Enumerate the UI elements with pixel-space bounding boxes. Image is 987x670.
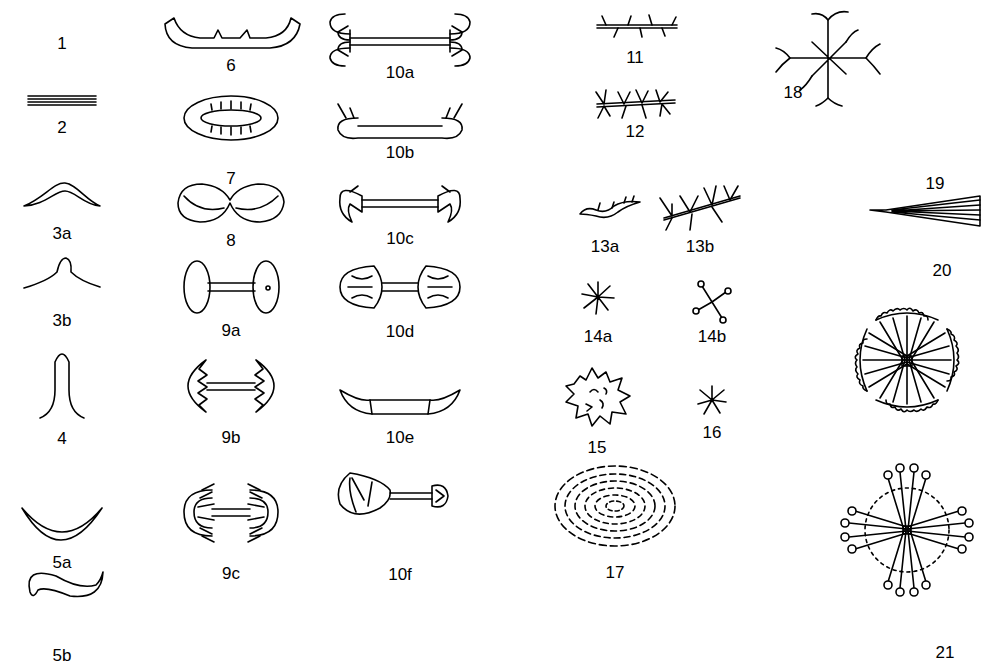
figure-number: 13a bbox=[591, 238, 619, 255]
figure-number: 16 bbox=[703, 424, 722, 441]
figure-number: 2 bbox=[57, 119, 66, 136]
figure-number: 3b bbox=[53, 312, 72, 329]
figure-number: 8 bbox=[226, 232, 235, 249]
figure-number: 12 bbox=[626, 123, 645, 140]
figure-number: 9c bbox=[222, 565, 240, 582]
figure-number: 9a bbox=[222, 322, 241, 339]
figure-number: 18 bbox=[784, 84, 803, 101]
figure-number: 21 bbox=[936, 644, 955, 661]
figure-number: 15 bbox=[588, 439, 607, 456]
figure-number: 17 bbox=[606, 564, 625, 581]
figure-number: 10e bbox=[386, 429, 414, 446]
figure-number: 5b bbox=[53, 647, 72, 664]
figure-number: 4 bbox=[57, 430, 66, 447]
figure-number: 7 bbox=[226, 170, 235, 187]
figure-number: 9b bbox=[222, 429, 241, 446]
figure-number: 10c bbox=[386, 230, 413, 247]
figure-number: 10b bbox=[386, 144, 414, 161]
figure-number: 14b bbox=[698, 328, 726, 345]
figure-number: 6 bbox=[226, 57, 235, 74]
figure-number: 19 bbox=[926, 175, 945, 192]
figure-number: 11 bbox=[626, 49, 644, 66]
figure-number: 10f bbox=[388, 566, 412, 583]
figure-number: 5a bbox=[53, 554, 72, 571]
figure-number: 1 bbox=[57, 35, 66, 52]
figure-number: 3a bbox=[53, 225, 72, 242]
figure-number: 14a bbox=[584, 328, 612, 345]
figure-number: 13b bbox=[686, 238, 714, 255]
figure-number: 10d bbox=[386, 323, 414, 340]
figure-number: 10a bbox=[386, 64, 414, 81]
figure-number: 20 bbox=[933, 262, 952, 279]
